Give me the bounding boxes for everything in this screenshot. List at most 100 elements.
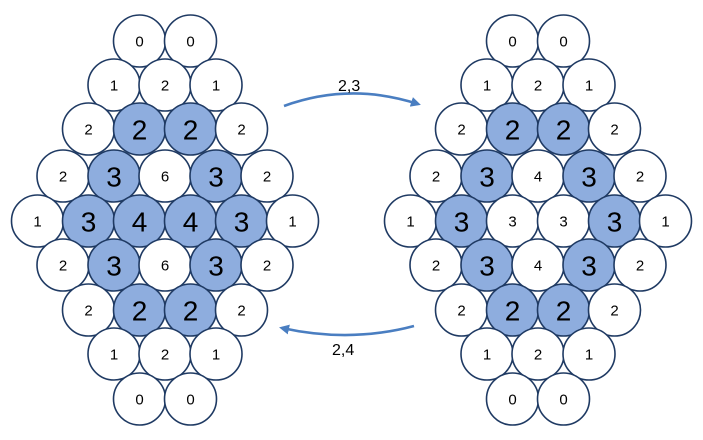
cell-left-r0-c0: 0 — [112, 14, 167, 68]
cell-value: 3 — [106, 162, 122, 193]
cell-value: 1 — [406, 214, 414, 231]
cell-left-r0-c1: 0 — [163, 14, 218, 68]
cell-right-r7-c2: 1 — [562, 327, 616, 381]
cell-value: 0 — [508, 392, 516, 409]
cell-left-r3-c1: 3 — [87, 149, 141, 203]
cell-value: 2 — [59, 258, 67, 275]
cell-right-r8-c1: 0 — [536, 372, 591, 426]
cell-value: 2 — [183, 115, 199, 146]
cell-right-r6-c3: 2 — [587, 283, 642, 337]
cell-circle — [163, 372, 218, 426]
cell-value: 3 — [607, 207, 623, 238]
cell-value: 4 — [534, 258, 542, 275]
cell-value: 1 — [661, 214, 669, 231]
cell-circle — [214, 102, 269, 156]
cell-value: 2 — [132, 296, 148, 327]
cell-left-r6-c0: 2 — [61, 283, 116, 337]
cell-right-r5-c1: 3 — [460, 238, 514, 292]
cell-value: 2 — [237, 122, 245, 139]
cell-value: 3 — [581, 251, 597, 282]
cell-right-r2-c3: 2 — [587, 102, 642, 156]
cell-right-r2-c1: 2 — [485, 102, 540, 156]
cell-value: 2 — [84, 122, 92, 139]
cell-left-r4-c0: 1 — [10, 194, 65, 248]
cell-left-r6-c1: 2 — [112, 283, 167, 337]
cell-value: 2 — [457, 122, 465, 139]
cell-circle — [587, 102, 642, 156]
cell-value: 6 — [161, 258, 169, 275]
cell-value: 2 — [161, 347, 169, 364]
cell-right-r4-c5: 1 — [638, 194, 693, 248]
cell-right-r5-c2: 4 — [511, 238, 565, 292]
cell-left-r8-c0: 0 — [112, 372, 167, 426]
cell-value: 2 — [610, 122, 618, 139]
cell-value: 2 — [457, 303, 465, 320]
bottom-arrow-label: 2,4 — [332, 342, 355, 359]
cell-left-r5-c2: 6 — [138, 238, 192, 292]
cell-value: 2 — [84, 303, 92, 320]
cell-right-r3-c4: 2 — [613, 149, 667, 203]
cell-value: 3 — [81, 207, 97, 238]
cell-value: 2 — [183, 296, 199, 327]
cell-left-r3-c3: 3 — [189, 149, 243, 203]
cell-right-r4-c2: 3 — [485, 194, 540, 248]
cell-circle — [536, 372, 591, 426]
cell-value: 4 — [132, 207, 148, 238]
cell-left-r4-c1: 3 — [61, 194, 116, 248]
cell-value: 1 — [483, 347, 491, 364]
cell-value: 0 — [135, 392, 143, 409]
cell-value: 2 — [263, 258, 271, 275]
cell-value: 2 — [534, 78, 542, 95]
cell-value: 1 — [212, 78, 220, 95]
cell-circle — [214, 283, 269, 337]
cell-right-r4-c3: 3 — [536, 194, 591, 248]
cell-value: 3 — [508, 214, 516, 231]
cell-value: 4 — [534, 169, 542, 186]
cell-right-r4-c1: 3 — [434, 194, 489, 248]
cell-left-r7-c2: 1 — [189, 327, 243, 381]
cell-left-r7-c0: 1 — [87, 327, 141, 381]
cell-right-r0-c1: 0 — [536, 14, 591, 68]
cell-value: 3 — [234, 207, 250, 238]
cell-circle — [265, 194, 320, 248]
cell-right-r6-c2: 2 — [536, 283, 591, 337]
cell-circle — [189, 58, 243, 112]
cell-left-r5-c4: 2 — [240, 238, 294, 292]
cell-right-r1-c0: 1 — [460, 58, 514, 112]
cell-value: 3 — [106, 251, 122, 282]
cell-right-r7-c1: 2 — [511, 327, 565, 381]
cell-value: 2 — [432, 258, 440, 275]
bottom-arrow-curve — [279, 324, 415, 337]
cell-circle — [587, 283, 642, 337]
cell-value: 3 — [479, 251, 495, 282]
cell-circle — [613, 149, 667, 203]
cell-right-r2-c0: 2 — [434, 102, 489, 156]
cell-value: 3 — [454, 207, 470, 238]
bottom-arrow — [279, 324, 415, 337]
cell-value: 1 — [33, 214, 41, 231]
cell-value: 2 — [556, 296, 572, 327]
cell-left-r3-c4: 2 — [240, 149, 294, 203]
cell-left-r1-c2: 1 — [189, 58, 243, 112]
cell-right-r3-c3: 3 — [562, 149, 616, 203]
cell-value: 2 — [505, 115, 521, 146]
cell-value: 2 — [263, 169, 271, 186]
cell-right-r4-c4: 3 — [587, 194, 642, 248]
cell-circle — [638, 194, 693, 248]
cell-value: 1 — [585, 78, 593, 95]
cell-circle — [189, 327, 243, 381]
cell-value: 0 — [135, 34, 143, 51]
cell-circle — [536, 14, 591, 68]
cell-left-r4-c4: 3 — [214, 194, 269, 248]
cell-left-r1-c0: 1 — [87, 58, 141, 112]
cell-right-r7-c0: 1 — [460, 327, 514, 381]
cell-left-r4-c3: 4 — [163, 194, 218, 248]
cell-value: 2 — [636, 258, 644, 275]
cell-value: 1 — [212, 347, 220, 364]
cell-circle — [163, 14, 218, 68]
cell-left-r2-c2: 2 — [163, 102, 218, 156]
cell-left-r5-c1: 3 — [87, 238, 141, 292]
cell-value: 3 — [581, 162, 597, 193]
